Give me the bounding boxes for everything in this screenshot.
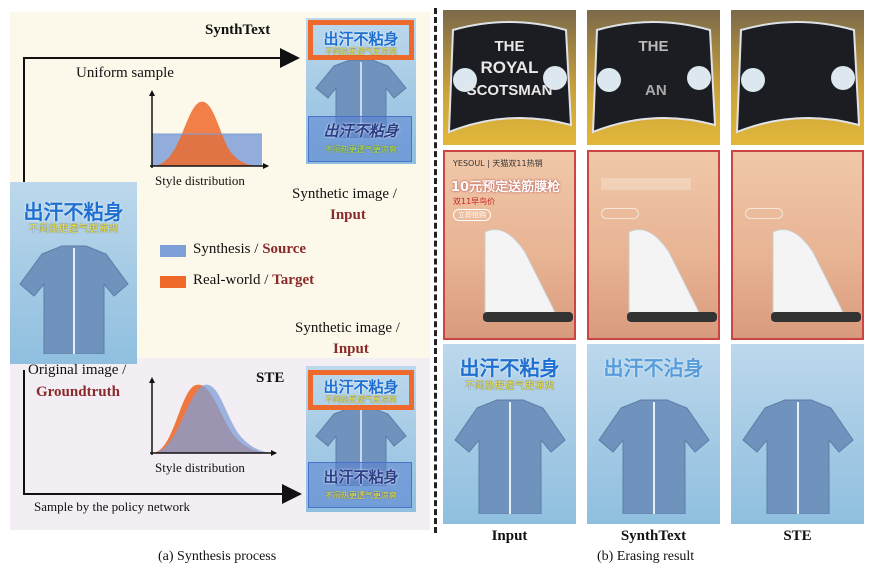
uniform-arrow (23, 48, 300, 182)
synthetic-poster-title: 出汗不粘身 (323, 122, 399, 140)
tread-buy-button: 立即抢购 (453, 209, 491, 221)
synthesis-dist-area (152, 384, 274, 453)
uniform-sample-label: Uniform sample (76, 65, 174, 81)
poster-title: 出汗不粘身 (23, 200, 124, 224)
original-image-line2: Groundtruth (36, 384, 120, 400)
col-label-input: Input (491, 528, 528, 544)
tread-brand: YESOUL | 天猫双11热销 (453, 159, 543, 168)
style-distribution-bot-plot (149, 377, 277, 456)
orange-region-box (308, 370, 414, 410)
shirt-icon (454, 399, 566, 514)
synthetic-poster-subtitle: 不闷热更透气更凉爽 (325, 491, 397, 500)
flow-arrows (23, 48, 302, 504)
blue-region-box (308, 462, 412, 508)
col-label-synthtext: SynthText (620, 528, 687, 544)
tread-subtitle: 双11早鸟价 (453, 197, 496, 206)
caption-b: (b) Erasing result (597, 549, 695, 564)
synthtext-label: SynthText (205, 22, 271, 38)
sign-shape (447, 21, 573, 134)
sign-line3: SCOTSMAN (466, 82, 553, 99)
synthetic-input-top-line1: Synthetic image / (292, 186, 397, 202)
row3-input-cell: 出汗不粘身 不闷热更透气更凉爽 (443, 344, 576, 524)
ste-synthetic-poster: 出汗不粘身 不闷热更透气更凉爽 出汗不粘身 不闷热更透气更凉爽 (306, 366, 416, 512)
poster-subtitle: 不闷热更透气更凉爽 (325, 47, 397, 56)
policy-arrow (23, 370, 302, 504)
row2-input-cell: YESOUL | 天猫双11热销 10元预定送筋膜枪 双11早鸟价 立即抢购 (443, 150, 576, 340)
shirt-icon (19, 245, 129, 354)
ste-label: STE (256, 370, 285, 386)
row1-synthtext-cell: THE AN (587, 10, 720, 145)
row3-ste-cell (731, 344, 864, 524)
treadmill-icon (483, 229, 573, 323)
row2-ste-cell (731, 150, 864, 340)
poster-title: 出汗不粘身 (459, 356, 560, 380)
legend-realworld: Real-world / Target (193, 272, 314, 289)
sign-line1: THE (494, 38, 525, 55)
legend-target-label: Target (272, 272, 315, 288)
poster-title: 出汗不粘身 (323, 30, 399, 48)
synthetic-poster-title: 出汗不粘身 (323, 468, 399, 486)
poster-title: 出汗不粘身 (323, 378, 399, 396)
shirt-icon (742, 399, 854, 514)
legend-realworld-swatch (160, 276, 186, 288)
legend-synthesis: Synthesis / Source (193, 241, 306, 258)
panel-divider (434, 8, 437, 533)
shirt-icon (598, 399, 710, 514)
sign-remnant-line2: AN (645, 82, 667, 99)
poster-subtitle: 不闷热更透气更凉爽 (464, 381, 555, 392)
synthetic-input-bot-line2: Input (333, 341, 369, 357)
blue-region-box (308, 116, 412, 162)
col-label-ste: STE (783, 528, 812, 544)
legend-source-label: Source (262, 241, 307, 257)
synthetic-input-top-line2: Input (330, 207, 366, 223)
sign-shape (591, 21, 717, 134)
treadmill-icon (627, 229, 717, 323)
caption-a: (a) Synthesis process (158, 549, 277, 564)
sign-remnant-line1: THE (638, 38, 669, 55)
row1-input-cell: THE ROYAL SCOTSMAN (443, 10, 576, 145)
legend-synthesis-label: Synthesis / (193, 241, 263, 257)
legend-synthesis-swatch (160, 245, 186, 257)
style-distribution-top-label: Style distribution (155, 173, 245, 188)
residue-3 (745, 208, 783, 219)
synthtext-synthetic-poster: 出汗不粘身 不闷热更透气更凉爽 出汗不粘身 不闷热更透气更凉爽 (306, 18, 416, 164)
original-image-line1: Original image / (28, 362, 127, 378)
synthetic-poster-subtitle: 不闷热更透气更凉爽 (325, 145, 397, 154)
treadmill-icon (771, 229, 861, 323)
tread-title: 10元预定送筋膜枪 (451, 180, 561, 195)
poster-subtitle: 不闷热更透气更凉爽 (325, 395, 397, 404)
row1-ste-cell (731, 10, 864, 145)
poster-subtitle: 不闷热更透气更凉爽 (28, 224, 119, 235)
synthetic-input-bot-line1: Synthetic image / (295, 320, 400, 336)
residue-1 (601, 178, 691, 190)
legend-realworld-label: Real-world / (193, 272, 273, 288)
row2-synthtext-cell (587, 150, 720, 340)
policy-network-label: Sample by the policy network (34, 499, 190, 514)
residue-2 (601, 208, 639, 219)
sign-line2: ROYAL (480, 58, 539, 77)
original-groundtruth-poster: 出汗不粘身 不闷热更透气更凉爽 (10, 182, 137, 364)
sign-shape (735, 21, 861, 134)
row3-synthtext-cell: 出汗不沾身 (587, 344, 720, 524)
style-distribution-top-plot (149, 90, 269, 169)
orange-region-box (308, 20, 414, 60)
style-distribution-bot-label: Style distribution (155, 460, 245, 475)
poster-title-residue: 出汗不沾身 (603, 356, 704, 380)
